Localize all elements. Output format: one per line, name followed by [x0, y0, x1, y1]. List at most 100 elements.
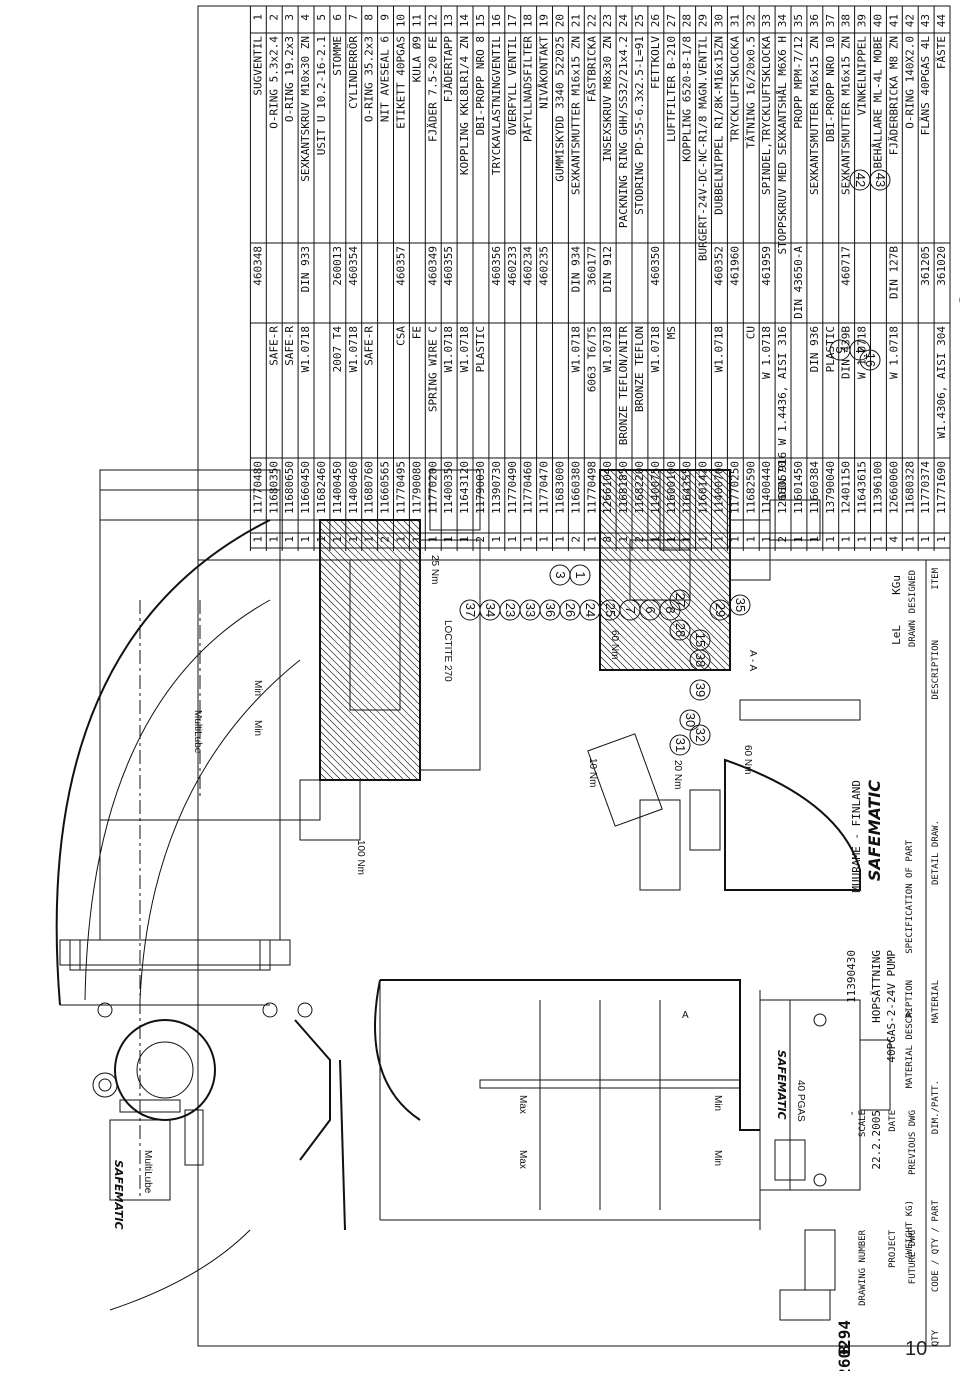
balloon-label: 33 — [523, 603, 538, 617]
row-ref: DIN 934 — [569, 246, 582, 293]
min-label-4: Min — [252, 720, 263, 736]
row-ref: 460356 — [490, 246, 503, 286]
balloon-label: 32 — [693, 728, 708, 742]
row-mat: W1.0718 — [299, 326, 312, 372]
row-mat: W1.0718 — [569, 326, 582, 372]
row-qty: 1 — [490, 536, 503, 543]
row-qty: 1 — [347, 536, 360, 543]
row-ref: 460354 — [347, 246, 360, 286]
balloon-label: 6 — [643, 606, 658, 613]
balloon-circle — [549, 564, 571, 586]
row-desc: STODRING PD-55-6.3x2.5-L=91 — [633, 36, 646, 215]
row-desc: LUFTFILTER B-210 — [665, 36, 678, 142]
loctite-note: LOCTITE 270 — [442, 620, 453, 682]
torque-20: 20 Nm — [672, 760, 683, 789]
row-ref: DIN 127B — [887, 246, 900, 299]
row-item: 32 — [744, 14, 757, 27]
row-mat: W1.0718 — [458, 326, 471, 372]
row-item: 18 — [522, 14, 535, 27]
tb-material-hdr: MATERIAL — [931, 980, 941, 1023]
row-qty: 2 — [776, 536, 789, 543]
row-item: 11 — [410, 14, 423, 27]
row-qty: 1 — [251, 536, 264, 543]
row-code: 11770480 — [251, 461, 264, 514]
row-code: 11400700 — [713, 461, 726, 514]
tb-drawn-label: DRAWN — [908, 620, 918, 647]
section-aa: A - A 60 Nm A A — [599, 469, 912, 1021]
row-qty: 1 — [410, 536, 423, 543]
row-qty: 1 — [681, 536, 694, 543]
row-desc: O-RING 140X2.0 — [903, 36, 916, 129]
row-desc: SUGVENTIL — [251, 36, 264, 96]
row-qty: 1 — [728, 536, 741, 543]
balloon-label: 27 — [673, 593, 688, 607]
row-qty: 1 — [919, 536, 932, 543]
row-qty: 1 — [840, 536, 853, 543]
row-qty: 2 — [569, 536, 582, 543]
max-label-1: Max — [517, 1095, 528, 1114]
row-mat: 2007 T4 — [331, 326, 344, 373]
row-desc: O-RING 5.3x2.4 — [267, 36, 280, 129]
tb-previous-dwg-label: PREVIOUS DWG — [908, 1110, 918, 1175]
row-qty: 1 — [697, 536, 710, 543]
row-desc: SEXKANTSMUTTER M16x15 ZN — [808, 36, 821, 195]
row-item: 24 — [617, 14, 630, 28]
row-code: 11600100 — [665, 461, 678, 514]
row-ref: 460349 — [426, 246, 439, 286]
row-qty: 8 — [601, 536, 614, 543]
row-qty: 1 — [458, 536, 471, 543]
side-view: 40 PGAS SAFEMATIC — [374, 979, 891, 1321]
row-item: 34 — [776, 14, 789, 28]
tb-scale-label: SCALE — [858, 1110, 868, 1137]
row-qty: 1 — [760, 536, 773, 543]
row-item: 5 — [315, 14, 328, 21]
row-item: 10 — [395, 14, 408, 27]
tb-detail-hdr: DETAIL DRAW. — [931, 820, 941, 885]
row-item: 4 — [299, 14, 312, 21]
row-code: 11643550 — [681, 461, 694, 514]
row-code: 11770490 — [506, 461, 519, 514]
item-balloons: 1112131415412344401920918171021224243216… — [459, 169, 960, 756]
row-mat: BRONZE TEFLON — [633, 326, 646, 412]
row-item: 44 — [935, 14, 948, 28]
row-desc: ÖVERFYLL VENTIL — [506, 36, 519, 136]
row-item: 22 — [585, 14, 598, 27]
max-label-2: Max — [517, 1150, 528, 1169]
drawing-part-number: 11390430 — [845, 950, 858, 1003]
min-label-2: Min — [712, 1150, 723, 1166]
row-code: 11400440 — [760, 461, 773, 514]
row-item: 28 — [681, 14, 694, 27]
row-code: 11683000 — [554, 461, 567, 514]
row-ref: 461960 — [728, 246, 741, 286]
row-code: 12401150 — [840, 461, 853, 514]
row-code: 11680650 — [283, 461, 296, 514]
row-desc: DBI-PROPP NRO 8 — [474, 36, 487, 135]
row-mat: PLASTIC — [474, 326, 487, 372]
row-ref: 460350 — [649, 246, 662, 286]
balloon-label: 26 — [563, 603, 578, 617]
row-item: 7 — [347, 14, 360, 21]
row-qty: 1 — [903, 536, 916, 543]
row-ref: 260013 — [331, 246, 344, 286]
drawing-number: 260294 — [835, 1320, 854, 1371]
row-code: 11770200 — [426, 461, 439, 514]
row-mat: CU — [744, 326, 757, 339]
row-qty: 1 — [315, 536, 328, 543]
row-desc: GUMMISKYDD 3340 522025 — [554, 36, 567, 182]
tb-scale: - — [845, 1110, 858, 1117]
section-marker-top: A — [682, 1010, 689, 1021]
balloon-label: 24 — [583, 603, 598, 617]
